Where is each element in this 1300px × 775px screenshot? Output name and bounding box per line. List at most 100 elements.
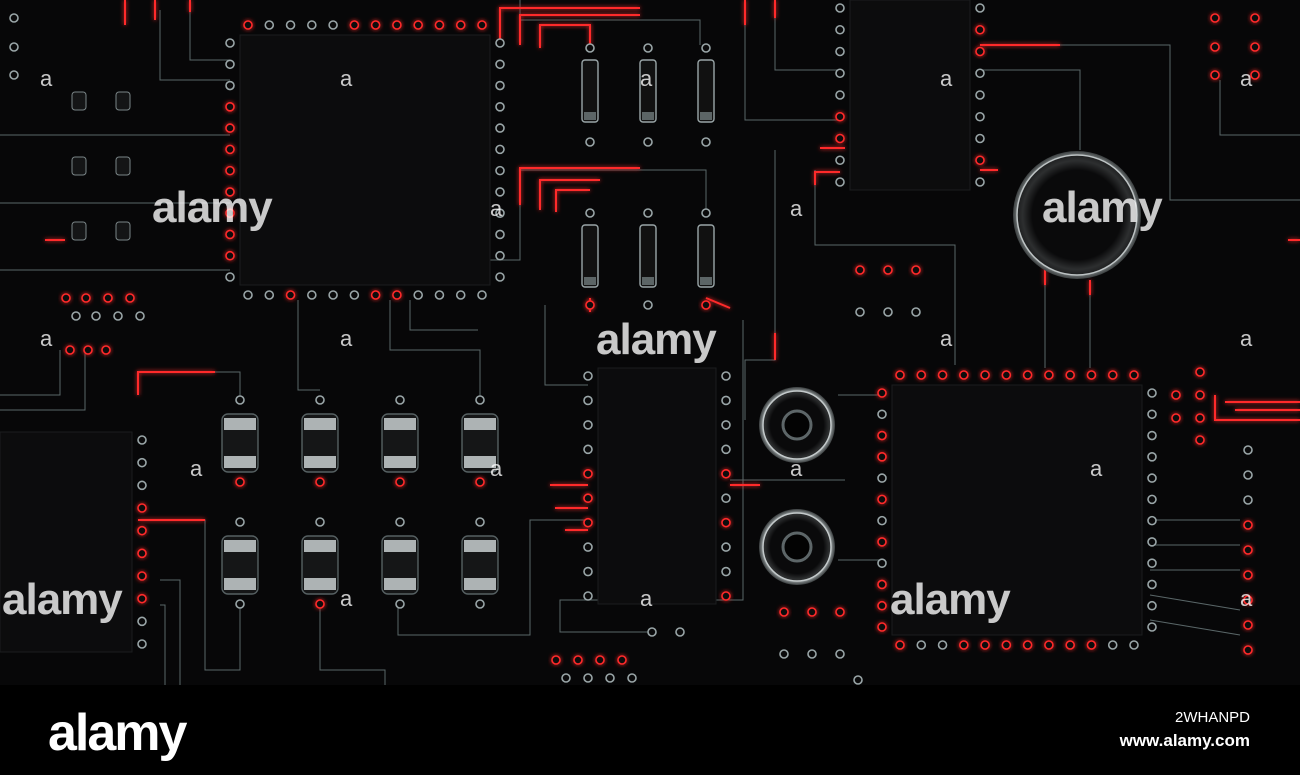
glowing-pad	[877, 622, 887, 632]
solder-pad	[975, 3, 985, 13]
glowing-trace	[1214, 395, 1300, 421]
smd-cap	[384, 578, 416, 590]
watermark: alamy	[890, 575, 1011, 624]
glowing-pad	[883, 265, 893, 275]
glowing-pad	[1243, 545, 1253, 555]
watermark-mark: a	[190, 456, 203, 481]
glowing-pad	[877, 494, 887, 505]
glowing-pad	[370, 20, 381, 30]
glowing-pad	[81, 293, 91, 303]
solder-pad	[395, 395, 405, 405]
glowing-pad	[975, 46, 985, 57]
solder-pad	[137, 639, 147, 649]
solder-pad	[975, 68, 985, 79]
glowing-pad	[1044, 370, 1054, 380]
diode-band	[700, 112, 712, 120]
solder-pad	[225, 272, 235, 282]
glowing-pad	[1065, 370, 1075, 380]
glowing-pad	[877, 452, 887, 462]
glowing-pad	[617, 655, 627, 665]
solder-pad	[883, 307, 893, 317]
solder-pad	[605, 673, 615, 683]
glowing-trace	[705, 297, 731, 309]
solder-pad	[877, 409, 887, 420]
solder-pad	[495, 102, 505, 112]
solder-pad	[835, 90, 845, 100]
solder-pad	[721, 371, 731, 381]
glowing-pad	[61, 293, 71, 303]
watermark-mark: a	[1240, 326, 1253, 351]
circuit-trace	[389, 300, 481, 400]
solder-pad	[1147, 473, 1157, 483]
glowing-pad	[1086, 640, 1097, 650]
solder-pad	[975, 133, 985, 144]
glass-diode	[697, 224, 715, 288]
solder-pad	[807, 649, 817, 659]
glowing-pad	[1195, 390, 1205, 400]
solder-pad	[779, 649, 789, 659]
circuit-trace	[1149, 619, 1241, 636]
solder-pad	[701, 137, 711, 147]
solder-pad	[647, 627, 657, 637]
image-id-label: 2WHANPD	[1174, 709, 1250, 726]
solder-pad	[583, 566, 593, 577]
solder-pad	[835, 177, 845, 187]
solder-pad	[1107, 640, 1118, 650]
solder-pad	[721, 395, 731, 406]
solder-pad	[91, 311, 101, 321]
solder-pad	[307, 20, 317, 30]
solder-pad	[721, 542, 731, 552]
glowing-pad	[1129, 370, 1139, 380]
circuit-trace	[519, 0, 701, 45]
solder-pad	[701, 208, 711, 218]
solder-pad	[975, 111, 985, 122]
solder-pad	[583, 444, 593, 455]
glow-trace-layer	[45, 0, 1300, 531]
solder-pad	[477, 290, 487, 300]
solder-pad	[349, 290, 360, 300]
smd-cap	[464, 540, 496, 552]
solder-pad	[835, 3, 845, 13]
diode-band	[642, 277, 654, 285]
solder-pad	[225, 59, 235, 70]
footer-logo: alamy	[48, 704, 187, 762]
glowing-pad	[1065, 640, 1075, 650]
watermark-mark: a	[40, 326, 53, 351]
solder-pad	[495, 144, 505, 155]
glowing-pad	[137, 593, 147, 604]
glowing-pad	[895, 370, 905, 380]
solder-pad	[137, 616, 147, 627]
glowing-pad	[1243, 520, 1253, 530]
glowing-pad	[1243, 645, 1253, 655]
glowing-pad	[477, 20, 487, 30]
solder-pad	[1243, 445, 1253, 455]
solder-pad	[1147, 494, 1157, 505]
glowing-pad	[225, 102, 235, 112]
smd-cap	[384, 456, 416, 468]
solder-pad	[264, 290, 275, 300]
glass-diode	[581, 59, 599, 123]
circuit-trace	[0, 350, 61, 396]
watermark-mark: a	[1240, 586, 1253, 611]
solder-pad	[583, 395, 593, 406]
circuit-trace	[1149, 594, 1241, 611]
circuit-trace	[319, 604, 386, 685]
glowing-pad	[225, 229, 235, 240]
smd-cap	[304, 456, 336, 468]
solder-pad	[243, 290, 253, 300]
watermark-mark: a	[340, 66, 353, 91]
glowing-pad	[1210, 42, 1220, 52]
smd-cap	[464, 456, 496, 468]
glowing-pad	[980, 640, 990, 650]
small-part	[115, 156, 131, 176]
glowing-pad	[975, 24, 985, 35]
solder-pad	[721, 566, 731, 577]
circuit-trace	[160, 579, 181, 685]
solder-pad	[1147, 515, 1157, 526]
watermark-mark: a	[340, 326, 353, 351]
solder-pad	[1147, 430, 1157, 441]
solder-pad	[235, 599, 245, 609]
glowing-pad	[855, 265, 865, 275]
footer-bar: alamy 2WHANPD www.alamy.com	[0, 685, 1300, 775]
smd-cap	[384, 540, 416, 552]
